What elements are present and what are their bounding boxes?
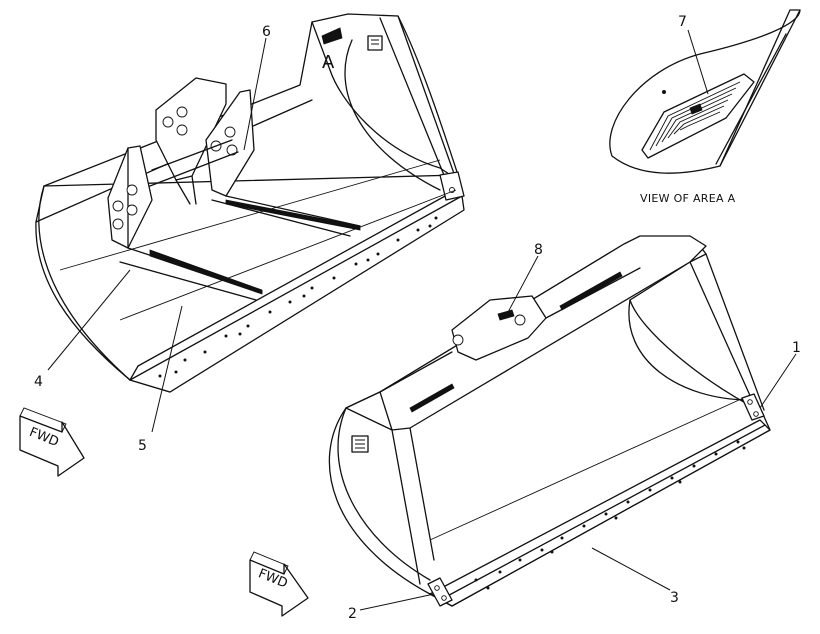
- rear-bucket-view: [35, 13, 465, 393]
- front-bucket-bolt-holes: [474, 440, 746, 590]
- fwd-arrow-upper-left: FWD: [19, 407, 85, 477]
- callout-leaders: [47, 29, 797, 611]
- detail-view-area-a: [609, 9, 801, 174]
- callout-1: 1: [792, 340, 801, 356]
- callout-2: 2: [348, 606, 357, 622]
- callout-5: 5: [138, 438, 147, 454]
- callout-4: 4: [34, 374, 43, 390]
- callout-8: 8: [534, 242, 543, 258]
- fwd-arrow-lower-center: FWD: [249, 551, 309, 617]
- rear-bucket-bolt-holes: [158, 216, 438, 378]
- callout-6: 6: [262, 24, 271, 40]
- view-caption: VIEW OF AREA A: [640, 192, 736, 205]
- area-a-marker: A: [322, 52, 335, 73]
- front-bucket-view: [328, 235, 771, 607]
- callout-7: 7: [678, 14, 687, 30]
- callout-3: 3: [670, 590, 679, 606]
